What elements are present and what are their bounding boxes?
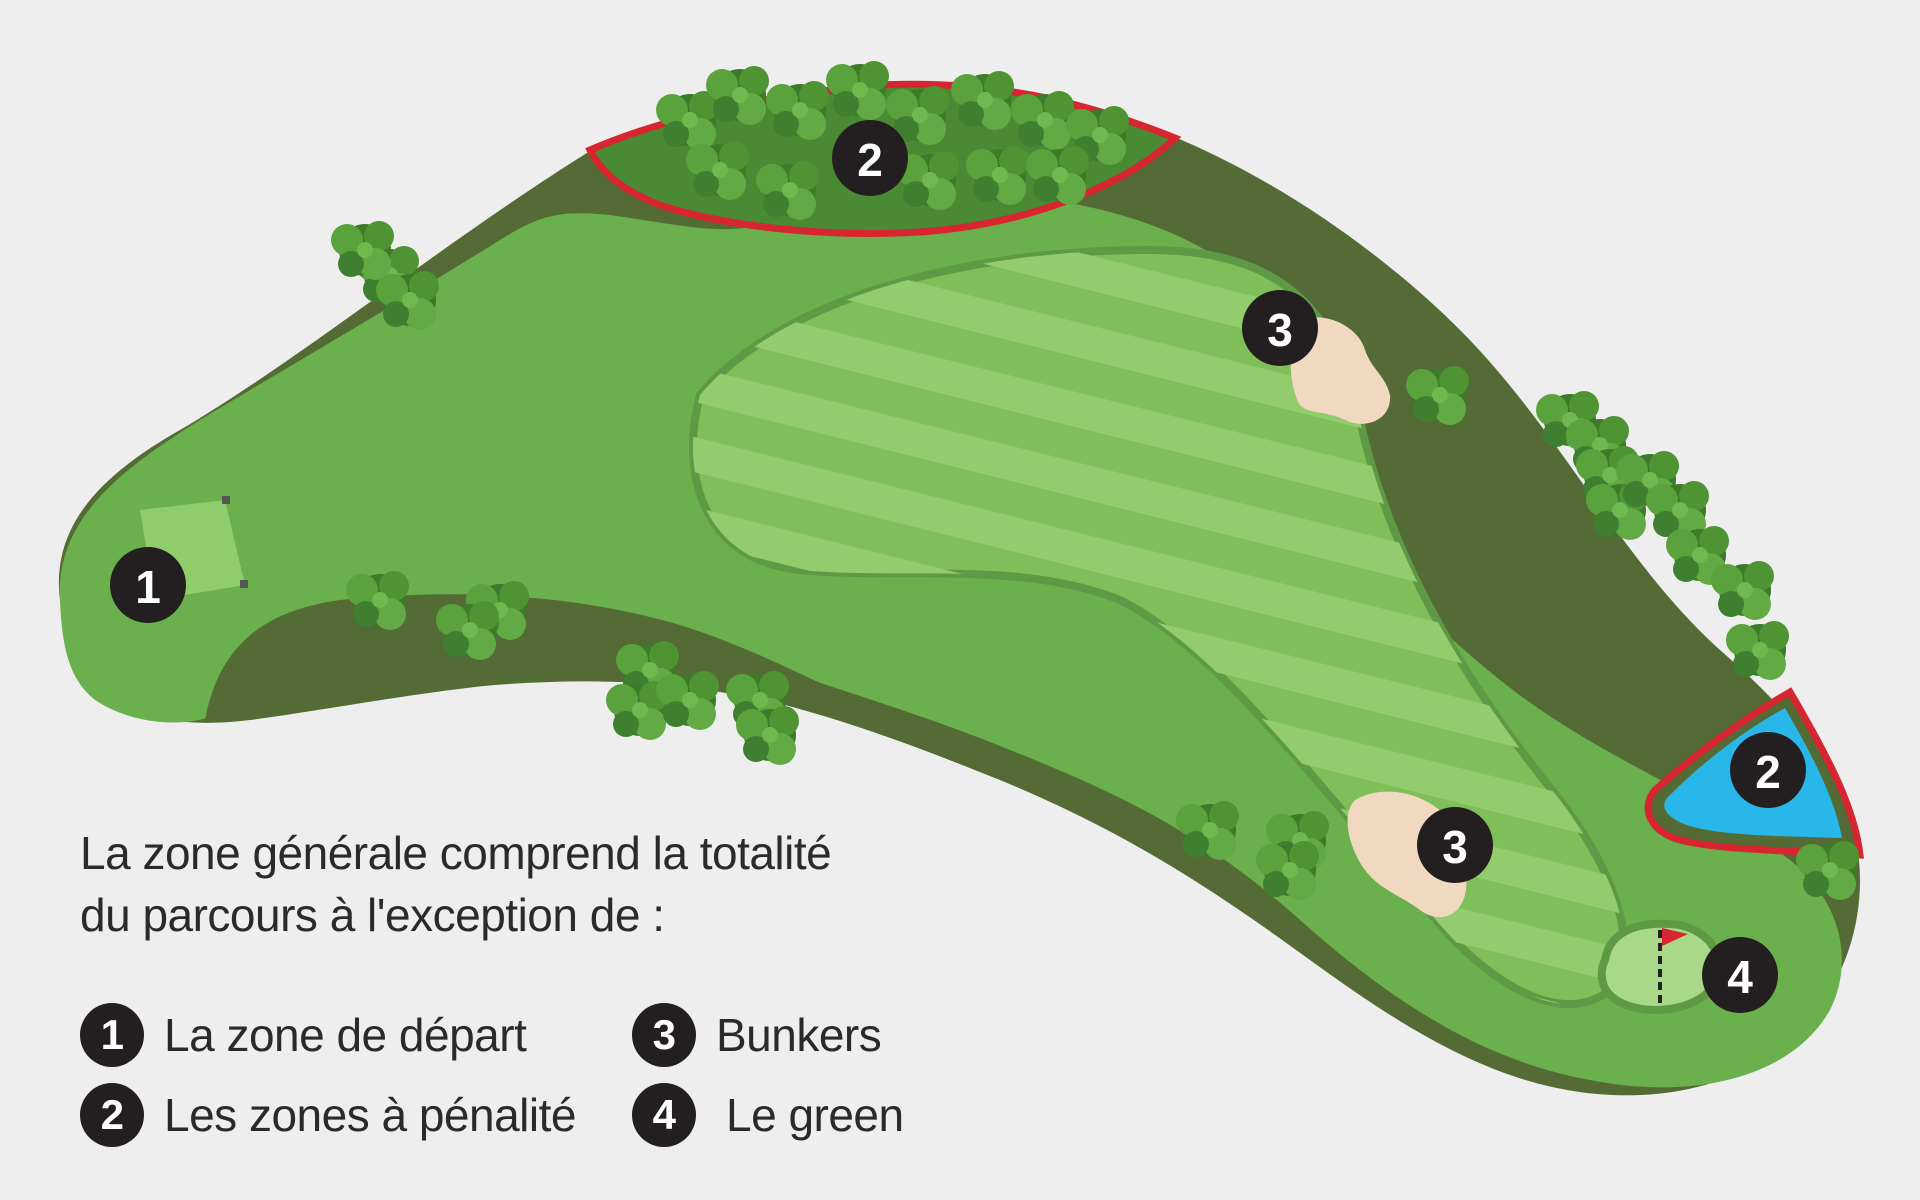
svg-text:1: 1: [135, 561, 161, 613]
svg-text:2: 2: [1755, 746, 1781, 798]
caption-line-2: du parcours à l'exception de :: [80, 889, 665, 941]
marker-bunker-top: 3: [1242, 290, 1318, 366]
legend-label: Bunkers: [716, 1009, 882, 1061]
svg-text:4: 4: [1727, 951, 1753, 1003]
legend-item-penalty: 2 Les zones à pénalité: [80, 1083, 576, 1147]
caption: La zone générale comprend la totalité du…: [80, 822, 832, 946]
tee-marker: [240, 580, 248, 588]
legend-badge: 2: [80, 1083, 144, 1147]
legend-badge: 3: [632, 1003, 696, 1067]
legend-item-bunkers: 3 Bunkers: [632, 1003, 882, 1067]
marker-bunker-bottom: 3: [1417, 807, 1493, 883]
legend-label: Le green: [726, 1089, 904, 1141]
marker-penalty-water: 2: [1730, 732, 1806, 808]
marker-green: 4: [1702, 937, 1778, 1013]
tee-marker: [222, 496, 230, 504]
marker-penalty-trees: 2: [832, 120, 908, 196]
bunker-top: [1290, 317, 1391, 424]
legend-label: La zone de départ: [164, 1009, 527, 1061]
legend-item-green: 4 Le green: [632, 1083, 904, 1147]
legend-badge: 1: [80, 1003, 144, 1067]
flag: [1662, 928, 1688, 946]
caption-line-1: La zone générale comprend la totalité: [80, 827, 832, 879]
svg-text:2: 2: [857, 134, 883, 186]
marker-tee: 1: [110, 547, 186, 623]
legend-label: Les zones à pénalité: [164, 1089, 576, 1141]
svg-text:3: 3: [1442, 821, 1468, 873]
legend-item-tee: 1 La zone de départ: [80, 1003, 527, 1067]
svg-text:3: 3: [1267, 304, 1293, 356]
legend-badge: 4: [632, 1083, 696, 1147]
